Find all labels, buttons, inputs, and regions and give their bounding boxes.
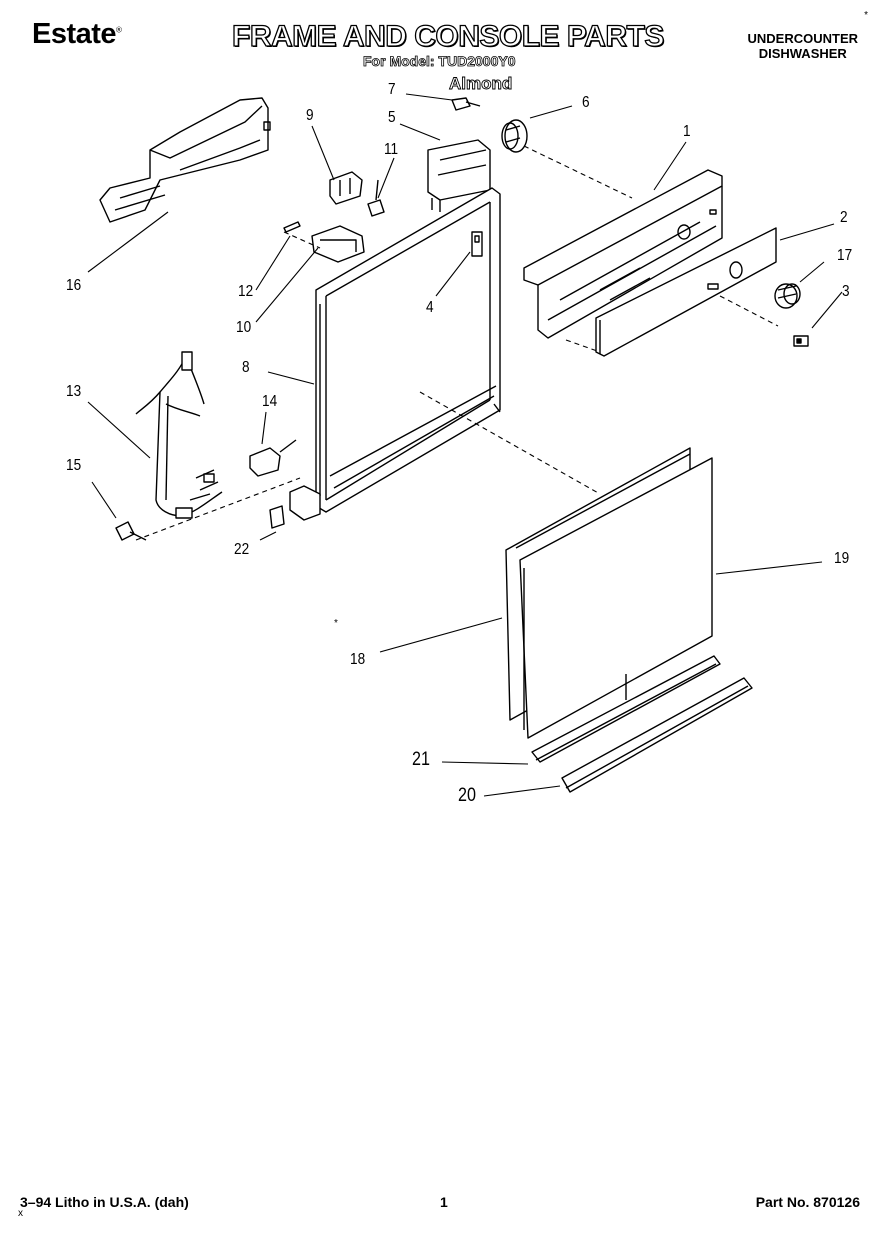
asterisk-mark: * bbox=[334, 618, 338, 629]
part-15-screw bbox=[115, 521, 147, 541]
callout-1: 1 bbox=[683, 123, 691, 140]
part-8-frame bbox=[289, 187, 501, 521]
footer-x-mark: x bbox=[18, 1208, 23, 1219]
callout-11: 11 bbox=[384, 141, 399, 158]
callout-15: 15 bbox=[66, 457, 82, 474]
callout-10: 10 bbox=[236, 319, 252, 336]
callout-18: 18 bbox=[350, 651, 366, 668]
part-number: Part No. 870126 bbox=[755, 1194, 860, 1210]
part-10-bracket bbox=[311, 225, 365, 263]
part-17-knob bbox=[774, 283, 801, 309]
part-11-actuator bbox=[367, 179, 385, 217]
product-line-2: DISHWASHER bbox=[758, 46, 847, 61]
callout-16: 16 bbox=[66, 277, 82, 294]
callout-8: 8 bbox=[242, 359, 250, 376]
part-22-clip bbox=[269, 505, 285, 529]
part-9-lock bbox=[329, 171, 363, 205]
part-20-bottom-trim bbox=[561, 677, 753, 793]
callout-12: 12 bbox=[238, 283, 254, 300]
brand-logo: Estate® bbox=[32, 18, 122, 51]
brand-name: Estate bbox=[32, 18, 117, 50]
part-7-screw bbox=[451, 97, 481, 111]
callout-leaders bbox=[87, 93, 843, 797]
part-14-terminal bbox=[249, 439, 297, 477]
part-21-trim bbox=[531, 655, 721, 763]
callout-6: 6 bbox=[582, 94, 590, 111]
callout-17: 17 bbox=[837, 247, 853, 264]
print-info: 3–94 Litho in U.S.A. (dah) bbox=[20, 1194, 189, 1210]
corner-mark: * bbox=[864, 10, 868, 21]
callout-4: 4 bbox=[426, 299, 434, 316]
callout-5: 5 bbox=[388, 109, 396, 126]
part-5-timer bbox=[427, 139, 491, 212]
page-title: FRAME AND CONSOLE PARTS bbox=[231, 19, 665, 53]
part-19-front-panel bbox=[519, 457, 713, 739]
callout-9: 9 bbox=[306, 107, 314, 124]
part-4-switch bbox=[471, 231, 483, 257]
product-type: UNDERCOUNTER DISHWASHER bbox=[748, 31, 859, 61]
callout-7: 7 bbox=[388, 81, 396, 98]
part-16-cover bbox=[99, 97, 271, 223]
callout-22: 22 bbox=[234, 541, 250, 558]
color-name: Almond bbox=[449, 74, 513, 94]
part-1-console bbox=[523, 169, 723, 339]
brand-registered-mark: ® bbox=[116, 25, 122, 35]
callout-20: 20 bbox=[458, 785, 476, 806]
part-6-dial bbox=[501, 119, 528, 153]
model-line: For Model: TUD2000Y0 bbox=[363, 53, 516, 70]
part-13-harness bbox=[135, 351, 223, 519]
callout-13: 13 bbox=[66, 383, 82, 400]
page-number: 1 bbox=[440, 1194, 448, 1210]
callout-2: 2 bbox=[840, 209, 848, 226]
product-line-1: UNDERCOUNTER bbox=[747, 31, 859, 46]
callout-21: 21 bbox=[412, 749, 430, 770]
assembly-lines bbox=[135, 145, 779, 541]
callout-3: 3 bbox=[842, 283, 850, 300]
callout-19: 19 bbox=[834, 550, 850, 567]
callout-14: 14 bbox=[262, 393, 278, 410]
part-2-overlay bbox=[595, 227, 777, 357]
part-12-pin bbox=[283, 221, 301, 233]
part-3-clip bbox=[793, 335, 809, 347]
